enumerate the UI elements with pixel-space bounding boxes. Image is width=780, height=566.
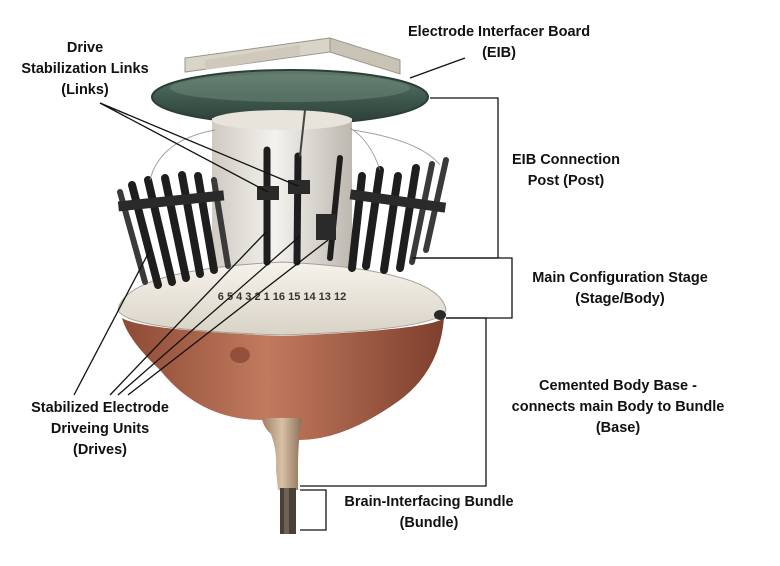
leader-lines (73, 57, 513, 531)
label-links-line3: (Links) (61, 82, 109, 98)
bracket-post (412, 97, 499, 259)
label-post-line2: Post (Post) (527, 173, 605, 189)
label-bundle: Brain-Interfacing Bundle (Bundle) (326, 492, 532, 534)
label-base-line1: Cemented Body Base - (539, 378, 697, 394)
bracket-base (300, 317, 487, 487)
label-post-line1: EIB Connection (512, 152, 620, 168)
leader-drives-3 (117, 235, 301, 396)
label-eib-line2: (EIB) (482, 45, 516, 61)
leader-links-1 (99, 102, 269, 193)
label-eib: Electrode Interfacer Board (EIB) (380, 22, 618, 64)
drives-left (117, 171, 231, 289)
label-post: EIB Connection Post (Post) (496, 150, 636, 192)
label-drives-line2: Driveing Units (50, 421, 150, 437)
brain-bundle (262, 418, 302, 534)
drives-right (348, 157, 449, 274)
leader-links-2 (99, 102, 299, 187)
label-drives: Stabilized Electrode Driveing Units (Dri… (10, 398, 190, 461)
label-bundle-line2: (Bundle) (399, 515, 459, 531)
stage-markings: 6 5 4 3 2 1 16 15 14 13 12 (218, 291, 346, 303)
cemented-base (122, 318, 444, 441)
label-drives-line3: (Drives) (73, 442, 127, 458)
leader-eib (409, 57, 466, 79)
label-bundle-line1: Brain-Interfacing Bundle (344, 494, 514, 510)
label-base-line2: connects main Body to Bundle (511, 399, 725, 415)
label-stage-line1: Main Configuration Stage (532, 270, 708, 286)
leader-drives-2 (109, 231, 267, 396)
bracket-bundle (300, 489, 327, 531)
leader-drives-4 (127, 239, 329, 396)
label-links-line2: Stabilization Links (21, 61, 149, 77)
label-base-line3: (Base) (595, 420, 641, 436)
label-eib-line1: Electrode Interfacer Board (407, 24, 591, 40)
wires (149, 127, 441, 181)
label-drives-line1: Stabilized Electrode (31, 400, 169, 416)
label-links-line1: Drive (66, 40, 104, 56)
label-links: Drive Stabilization Links (Links) (10, 38, 160, 101)
eib-connectors (184, 37, 401, 75)
label-stage: Main Configuration Stage (Stage/Body) (512, 268, 728, 310)
label-base: Cemented Body Base - connects main Body … (490, 376, 746, 439)
leader-drives-1 (73, 249, 151, 396)
label-stage-line2: (Stage/Body) (575, 291, 665, 307)
